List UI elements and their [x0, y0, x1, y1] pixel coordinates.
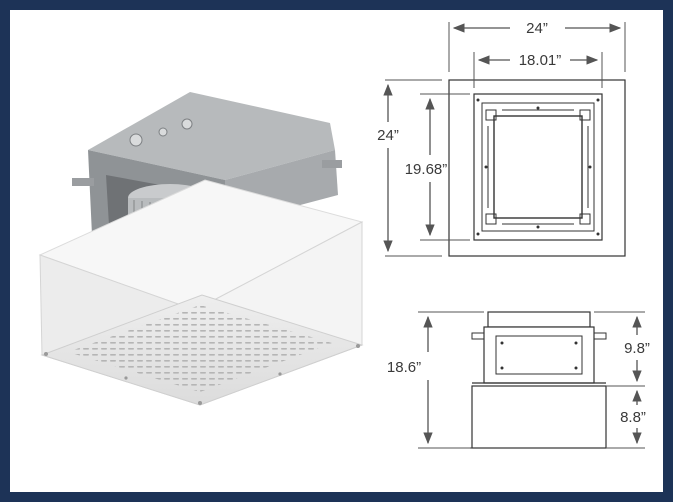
top-view-collar — [481, 102, 595, 232]
top-outer-width-label: 24” — [526, 20, 548, 37]
grille — [40, 294, 364, 406]
side-upper-height-label: 9.8” — [624, 340, 650, 357]
side-total-height-label: 18.6” — [387, 359, 421, 376]
top-inner-width-label: 18.01” — [519, 52, 562, 69]
top-view-opening — [493, 115, 583, 219]
side-view-lower-housing — [471, 385, 607, 449]
fan-housing-3d — [38, 92, 364, 406]
top-inner-height-label: 19.68” — [405, 161, 448, 178]
top-view-dimensions: 24” 18.01” 24” 19.68” — [377, 20, 626, 257]
side-view-inner-panel — [495, 335, 583, 375]
side-view-blower-box — [483, 326, 595, 384]
side-view-dimensions: 18.6” 9.8” 8.8” — [387, 311, 650, 449]
side-lower-height-label: 8.8” — [620, 409, 646, 426]
side-view-cap — [487, 311, 591, 328]
diagram-frame: 24” 18.01” 24” 19.68” — [10, 10, 663, 492]
top-view-flange — [473, 93, 603, 241]
diagram-canvas: 24” 18.01” 24” 19.68” — [38, 20, 650, 449]
side-view-drawing — [460, 311, 620, 449]
top-view-drawing — [448, 79, 626, 257]
top-outer-height-label: 24” — [377, 127, 399, 144]
